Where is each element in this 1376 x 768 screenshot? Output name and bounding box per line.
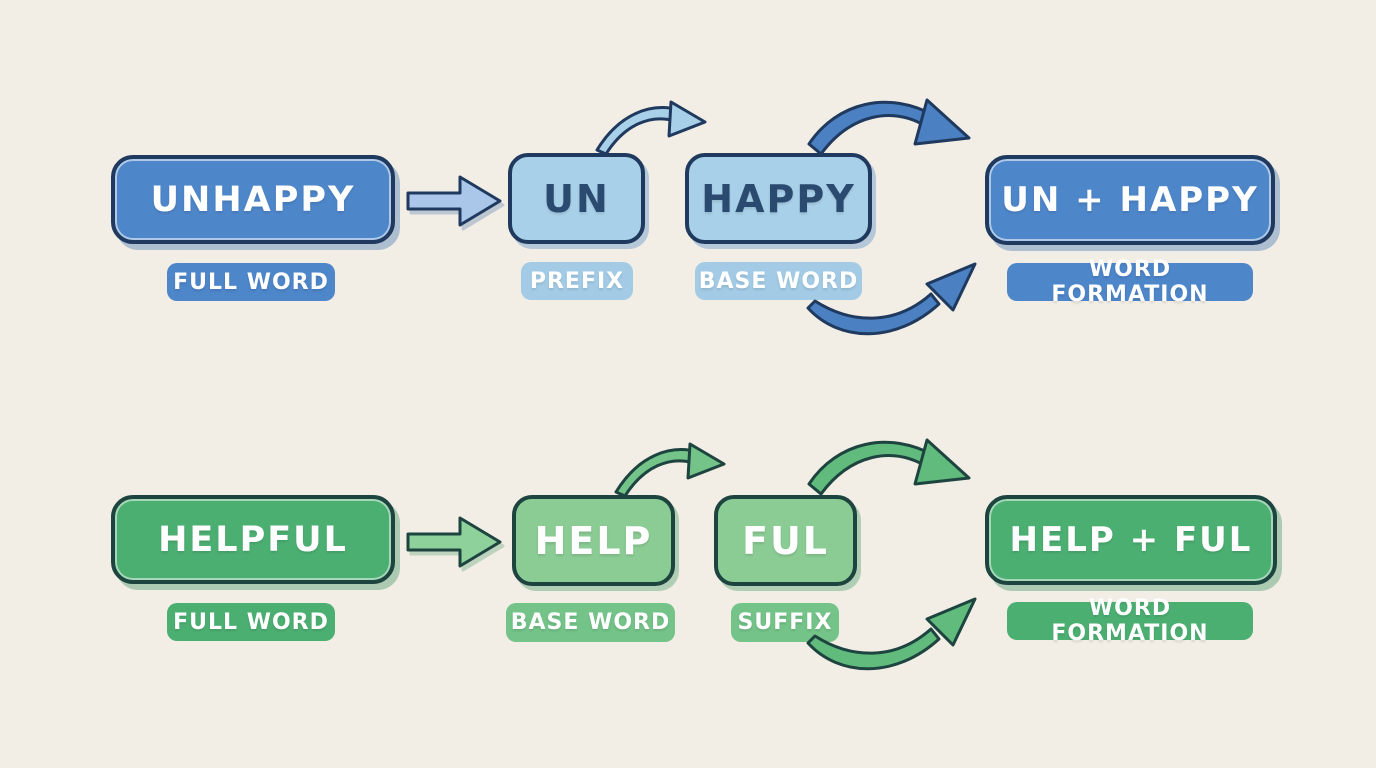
full-word-text: HELPFUL (158, 519, 348, 560)
prefix-tag-text: PREFIX (529, 268, 625, 294)
right-arrow-icon (406, 175, 502, 227)
base-word-tag: BASE WORD (695, 262, 862, 300)
result-tag-text: WORD FORMATION (1051, 257, 1209, 307)
full-word-box: UNHAPPY (111, 155, 395, 244)
curve-arrow-top-icon (807, 98, 971, 156)
base-word-tag-text: BASE WORD (510, 610, 671, 635)
right-arrow-icon (406, 516, 502, 568)
result-tag: WORD FORMATION (1007, 257, 1253, 307)
suffix-tag-text: SUFFIX (737, 610, 833, 635)
result-text: HELP + FUL (1009, 520, 1253, 560)
result-tag-text: WORD FORMATION (1051, 596, 1209, 646)
result-text: UN + HAPPY (1001, 180, 1259, 220)
base-word-box: HELP (512, 495, 675, 586)
full-word-tag: FULL WORD (167, 603, 335, 641)
base-word-box: HAPPY (685, 153, 872, 244)
full-word-tag: FULL WORD (167, 263, 335, 301)
suffix-tag: SUFFIX (731, 603, 839, 642)
full-word-box: HELPFUL (111, 495, 395, 584)
arc-arrow-icon (614, 442, 726, 498)
full-word-tag-text: FULL WORD (173, 609, 329, 635)
prefix-tag: PREFIX (521, 262, 633, 300)
arc-arrow-icon (595, 100, 707, 156)
base-word-text: HAPPY (701, 176, 856, 221)
prefix-text: UN (543, 176, 610, 221)
curve-arrow-top-icon (807, 438, 971, 496)
base-word-text: HELP (534, 518, 653, 563)
prefix-box: UN (508, 153, 645, 244)
base-word-tag: BASE WORD (506, 603, 675, 642)
result-tag: WORD FORMATION (1007, 596, 1253, 646)
swoosh-arrow-icon (806, 597, 977, 671)
full-word-text: UNHAPPY (150, 179, 356, 220)
result-box: UN + HAPPY (985, 155, 1275, 245)
swoosh-arrow-icon (806, 262, 977, 336)
result-box: HELP + FUL (985, 495, 1277, 585)
suffix-box: FUL (714, 495, 857, 586)
suffix-text: FUL (741, 518, 830, 563)
full-word-tag-text: FULL WORD (173, 269, 329, 295)
base-word-tag-text: BASE WORD (698, 268, 859, 294)
